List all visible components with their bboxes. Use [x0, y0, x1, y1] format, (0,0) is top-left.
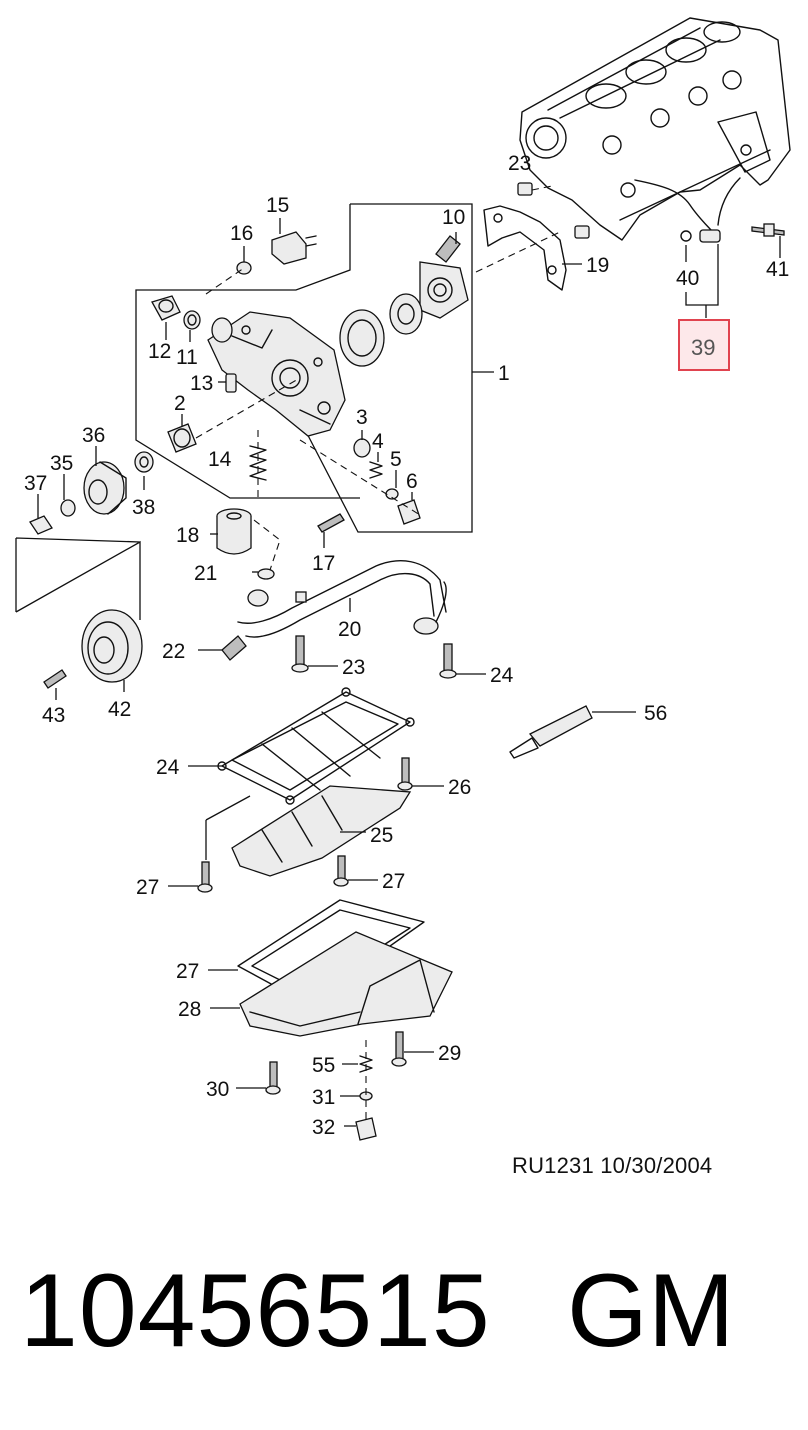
part-6-plug	[397, 499, 421, 525]
callout-19: 19	[586, 254, 609, 277]
part-13-fitting	[225, 373, 237, 393]
callout-3: 3	[356, 406, 368, 429]
callout-12: 12	[148, 340, 171, 363]
callout-15: 15	[266, 194, 289, 217]
callout-42: 42	[108, 698, 131, 721]
part-seal-housing	[419, 261, 469, 319]
part-number: 10456515	[20, 1253, 491, 1369]
callout-43: 43	[42, 704, 65, 727]
part-24-bolt-a	[291, 635, 309, 673]
callout-27a: 26	[448, 776, 471, 799]
part-10-bolt	[435, 235, 461, 263]
callout-21: 20	[338, 618, 361, 641]
part-31-bolt	[265, 1061, 281, 1095]
callout-28: 27	[176, 960, 199, 983]
engine-block	[519, 17, 791, 241]
brand-name: GM	[567, 1253, 735, 1369]
callout-13: 13	[190, 372, 213, 395]
part-pump-gears	[339, 293, 423, 367]
part-35-washer	[60, 499, 76, 517]
part-42-pulley	[81, 609, 143, 683]
callout-20: 23	[508, 152, 531, 175]
part-3-plunger	[353, 438, 371, 458]
part-30-bolt	[391, 1031, 407, 1067]
callout-16: 16	[230, 222, 253, 245]
callout-18: 18	[176, 524, 199, 547]
callout-24a: 23	[342, 656, 365, 679]
part-36-sprocket	[83, 461, 127, 515]
callout-17: 17	[312, 552, 335, 575]
part-17-bolt	[317, 513, 345, 533]
part-29-oil-pan	[239, 931, 453, 1037]
part-27-bolts	[197, 757, 413, 893]
callout-56: 56	[644, 702, 667, 725]
callout-10: 10	[442, 206, 465, 229]
callout-33: 32	[312, 1116, 335, 1139]
callout-36: 36	[82, 424, 105, 447]
part-16-washer	[236, 261, 252, 275]
part-21-pickup-tube	[237, 560, 447, 638]
part-14-spring	[249, 445, 267, 481]
part-11-washer	[183, 310, 201, 330]
callout-27b: 27	[136, 876, 159, 899]
callout-37: 37	[24, 472, 47, 495]
part-valve-cylinder	[211, 317, 233, 343]
callout-25: 24	[156, 756, 180, 779]
callout-2: 2	[174, 392, 186, 415]
callout-41: 41	[766, 258, 789, 281]
callout-4: 4	[372, 430, 384, 453]
callout-40: 40	[676, 267, 699, 290]
part-37-bolt	[29, 515, 53, 535]
callout-35: 35	[50, 452, 73, 475]
callout-14: 14	[208, 448, 232, 471]
callout-38: 38	[132, 496, 155, 519]
part-23-bolt	[221, 635, 247, 661]
part-26-pan-baffle	[231, 785, 412, 877]
part-22-gasket	[257, 568, 275, 580]
part-4-spring	[369, 461, 383, 479]
callout-31: 30	[206, 1078, 229, 1101]
part-43-bolt	[43, 669, 67, 689]
part-20-plug	[517, 182, 590, 239]
callout-26: 25	[370, 824, 393, 847]
callout-55: 55	[312, 1054, 335, 1077]
part-55-spring-insert	[359, 1055, 373, 1073]
diagram-reference-code: RU1231 10/30/2004	[512, 1153, 713, 1178]
callout-24b: 24	[490, 664, 514, 687]
callout-labels: 23 19 41 40 39 10 15 16 1 12 11 13 2 3 1…	[24, 152, 789, 1139]
callout-11: 11	[176, 346, 198, 369]
part-12-plug	[151, 295, 181, 321]
callout-27c: 27	[382, 870, 405, 893]
callout-32: 31	[312, 1086, 335, 1109]
part-19-seal-retainer	[483, 205, 567, 291]
callout-6: 6	[406, 470, 418, 493]
callout-23: 22	[162, 640, 185, 663]
part-56-sealant-tube	[509, 705, 593, 759]
part-15-pressure-switch	[271, 231, 317, 265]
part-25-baffle-frame	[217, 687, 415, 805]
callout-29: 28	[178, 998, 201, 1021]
part-18-oil-filter	[216, 508, 252, 555]
callout-39-highlight-box	[678, 319, 730, 371]
part-24-bolt-b	[439, 643, 457, 679]
part-41-bolt	[751, 223, 785, 237]
callout-5: 5	[390, 448, 402, 471]
part-39-sensor	[634, 177, 741, 318]
callout-39: 39	[691, 335, 715, 360]
callout-30: 29	[438, 1042, 461, 1065]
part-38-seal	[134, 451, 154, 473]
part-2-cap	[167, 423, 197, 453]
part-33-drain-plug	[355, 1117, 377, 1141]
callout-1: 1	[498, 362, 510, 385]
callout-22: 21	[194, 562, 217, 585]
